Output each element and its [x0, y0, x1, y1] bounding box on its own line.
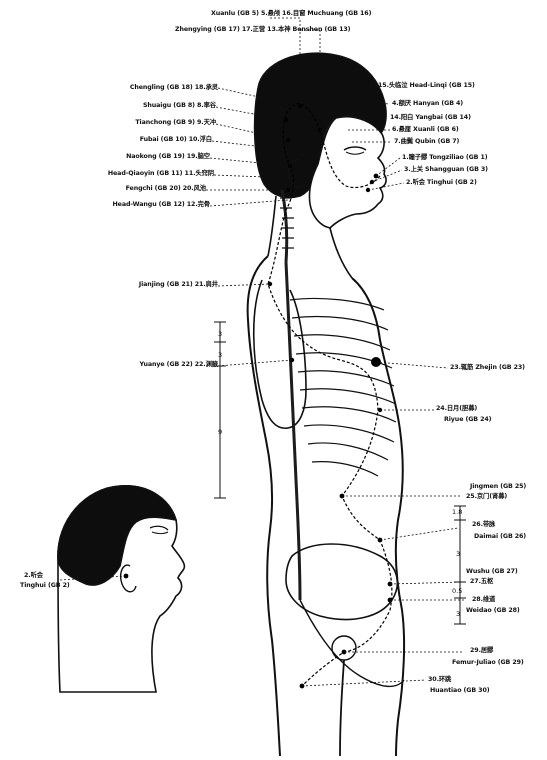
- label-gb6: 6.悬厘 Xuanli (GB 6): [392, 126, 459, 134]
- label-gb25-cn: 25.京门(肾募): [466, 493, 507, 501]
- back-outline: [248, 256, 280, 756]
- label-gb22: Yuanye (GB 22) 22.渊腋: [139, 361, 218, 369]
- label-gb30-en: Huantiao (GB 30): [430, 687, 490, 695]
- label-gb26-en: Daimai (GB 26): [474, 533, 526, 541]
- label-gb12: Head-Wangu (GB 12) 12.完骨: [113, 201, 210, 209]
- label-gb11: Head-Qiaoyin (GB 11) 11.头窍阴: [108, 170, 214, 178]
- measure-right-2: 3: [456, 550, 460, 558]
- measure-left-3: 9: [218, 428, 222, 436]
- label-gb21: Jianjing (GB 21) 21.肩井: [139, 281, 218, 289]
- label-gb19: Naokong (GB 19) 19.脑空: [126, 153, 210, 161]
- label-gb8: Shuaigu (GB 8) 8.率谷: [143, 102, 216, 110]
- label-gb17-gb13: Zhengying (GB 17) 17.正营 13.本神 Benshen (G…: [175, 26, 350, 34]
- label-gb4: 4.额厌 Hanyan (GB 4): [392, 100, 463, 108]
- label-gb30-cn: 30.环跳: [428, 676, 451, 684]
- measure-right-4: 3: [456, 610, 460, 618]
- inset-head: [58, 486, 184, 692]
- inset-label-gb2-cn: 2.听会: [24, 572, 43, 580]
- pelvis: [286, 544, 397, 619]
- label-gb28-cn: 28.维道: [472, 596, 495, 604]
- measure-left-2: 3: [218, 351, 222, 359]
- label-gb27-en: Wushu (GB 27): [466, 568, 518, 576]
- inset-label-gb2-en: Tinghui (GB 2): [20, 582, 70, 590]
- measure-left-1: 3: [218, 330, 222, 338]
- label-gb29-en: Femur-Juliao (GB 29): [452, 659, 524, 667]
- label-gb5-gb16: Xuanlu (GB 5) 5.悬颅 16.目窗 Muchuang (GB 16…: [211, 10, 371, 18]
- label-gb20: Fengchi (GB 20) 20.风池: [126, 185, 206, 193]
- label-gb3: 3.上关 Shangguan (GB 3): [404, 166, 488, 174]
- label-gb2: 2.听会 Tinghui (GB 2): [406, 179, 477, 187]
- label-gb1: 1.瞳子髎 Tongziliao (GB 1): [402, 154, 488, 162]
- label-gb24-cn: 24.日月(胆募): [436, 405, 477, 413]
- label-gb15: 15.头临泣 Head-Linqi (GB 15): [378, 82, 475, 90]
- measure-right-1: 1.8: [452, 508, 462, 516]
- label-gb25-en: Jingmen (GB 25): [470, 483, 526, 491]
- main-figure: [248, 53, 404, 756]
- label-gb10: Fubai (GB 10) 10.浮白: [140, 136, 212, 144]
- label-gb14: 14.阳白 Yangbai (GB 14): [390, 114, 471, 122]
- label-gb28-en: Weidao (GB 28): [466, 607, 520, 615]
- label-gb23: 23.辄筋 Zhejin (GB 23): [450, 364, 525, 372]
- label-gb27-cn: 27.五枢: [470, 578, 493, 586]
- label-gb7: 7.曲鬓 Qubin (GB 7): [394, 138, 459, 146]
- label-gb9: Tianchong (GB 9) 9.天冲: [135, 119, 216, 127]
- measure-right-3: 0.5: [452, 587, 462, 595]
- label-gb29-cn: 29.居髎: [470, 647, 493, 655]
- label-gb26-cn: 26.带脉: [472, 521, 495, 529]
- label-gb24-en: Riyue (GB 24): [444, 416, 491, 424]
- label-gb18: Chengling (GB 18) 18.承灵: [130, 84, 218, 92]
